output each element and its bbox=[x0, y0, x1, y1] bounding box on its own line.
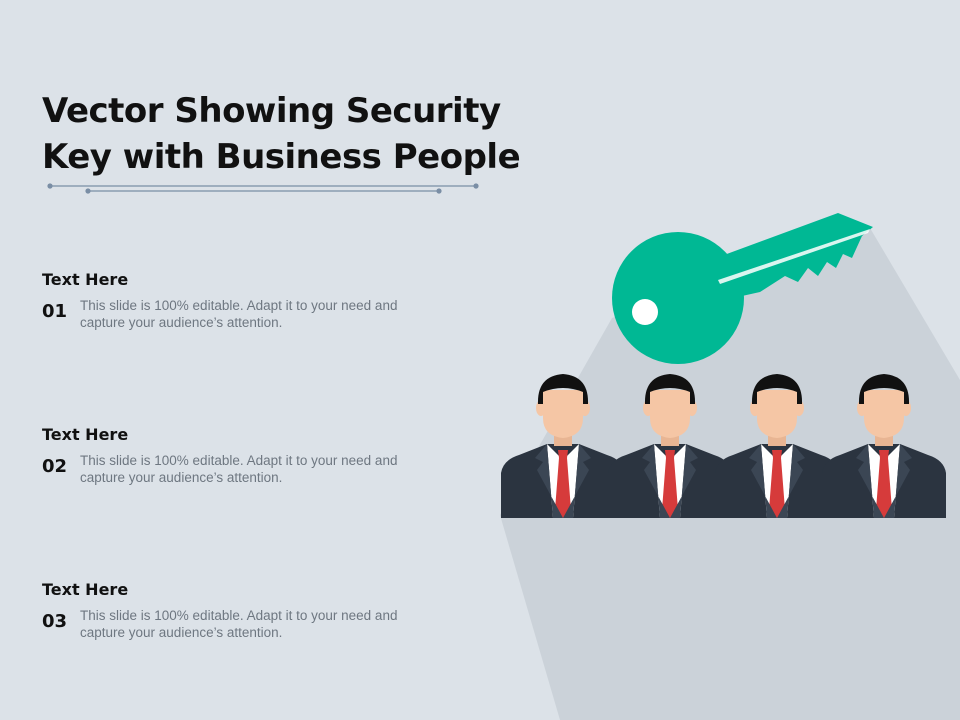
text-item-3: Text Here 03 This slide is 100% editable… bbox=[42, 580, 442, 640]
item-number: 01 bbox=[42, 301, 68, 322]
text-item-1: Text Here 01 This slide is 100% editable… bbox=[42, 270, 442, 330]
item-number: 02 bbox=[42, 456, 68, 477]
slide-title-line-1: Vector Showing Security bbox=[42, 91, 501, 131]
title-divider bbox=[47, 183, 479, 194]
item-description: This slide is 100% editable. Adapt it to… bbox=[80, 453, 398, 485]
key-icon bbox=[612, 213, 873, 364]
item-heading: Text Here bbox=[42, 270, 129, 289]
item-heading: Text Here bbox=[42, 425, 129, 444]
slide-title: Vector Showing Security Key with Busines… bbox=[42, 88, 562, 180]
item-number: 03 bbox=[42, 611, 68, 632]
item-heading: Text Here bbox=[42, 580, 129, 599]
item-description: This slide is 100% editable. Adapt it to… bbox=[80, 608, 398, 640]
text-item-2: Text Here 02 This slide is 100% editable… bbox=[42, 425, 442, 485]
item-description: This slide is 100% editable. Adapt it to… bbox=[80, 298, 398, 330]
slide-title-line-2: Key with Business People bbox=[42, 137, 521, 177]
